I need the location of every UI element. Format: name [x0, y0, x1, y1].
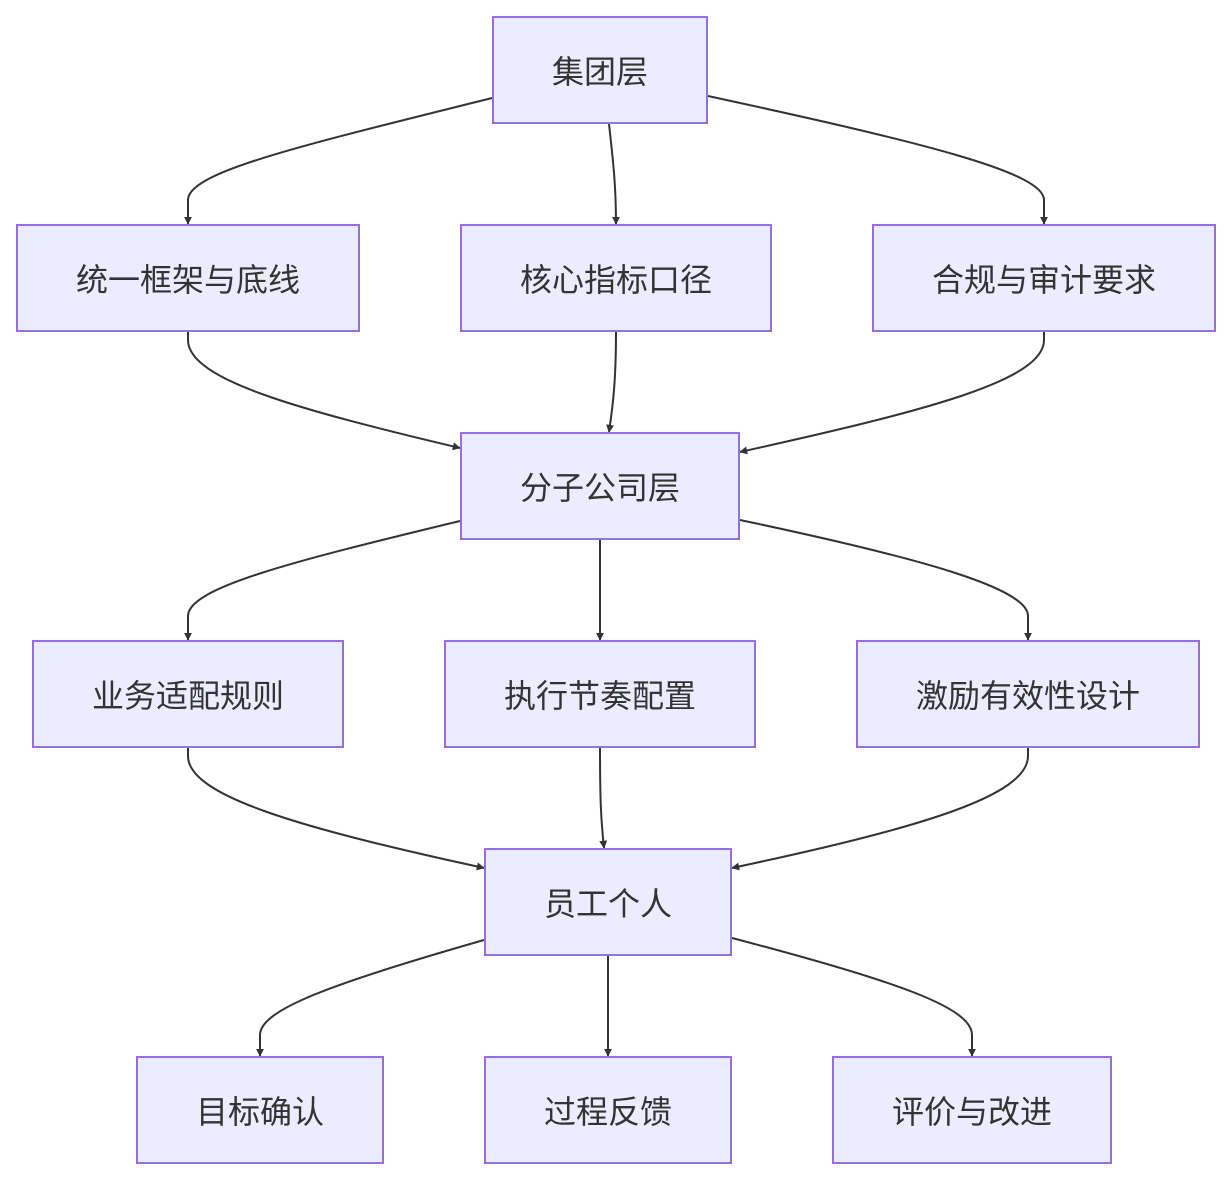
edge-incentive-to-employee — [731, 748, 1029, 871]
edge-subsidiary-to-incentive — [739, 519, 1032, 641]
node-incentive[interactable]: 激励有效性设计 — [856, 640, 1200, 748]
edge-employee-to-review — [731, 937, 976, 1057]
node-compliance-label: 合规与审计要求 — [931, 261, 1156, 299]
node-subsidiary-label: 分子公司层 — [519, 469, 680, 507]
node-incentive-label: 激励有效性设计 — [915, 677, 1140, 715]
edge-group-to-compliance — [707, 95, 1048, 225]
node-rhythm-label: 执行节奏配置 — [503, 677, 696, 715]
edge-compliance-to-subsidiary — [739, 332, 1045, 455]
node-feedback[interactable]: 过程反馈 — [484, 1056, 732, 1164]
node-group-label: 集团层 — [551, 53, 648, 91]
edge-unified-to-subsidiary — [187, 332, 461, 451]
node-employee-label: 员工个人 — [543, 885, 672, 923]
edge-business-to-employee — [187, 748, 485, 871]
node-core[interactable]: 核心指标口径 — [460, 224, 772, 332]
node-feedback-label: 过程反馈 — [543, 1093, 672, 1131]
node-review-label: 评价与改进 — [891, 1093, 1052, 1131]
edge-group-to-unified — [184, 97, 493, 225]
node-unified[interactable]: 统一框架与底线 — [16, 224, 360, 332]
node-review[interactable]: 评价与改进 — [832, 1056, 1112, 1164]
node-compliance[interactable]: 合规与审计要求 — [872, 224, 1216, 332]
node-goal[interactable]: 目标确认 — [136, 1056, 384, 1164]
node-core-label: 核心指标口径 — [519, 261, 712, 299]
edge-employee-to-goal — [256, 939, 485, 1057]
node-goal-label: 目标确认 — [195, 1093, 324, 1131]
node-group[interactable]: 集团层 — [492, 16, 708, 124]
node-employee[interactable]: 员工个人 — [484, 848, 732, 956]
node-business[interactable]: 业务适配规则 — [32, 640, 344, 748]
edge-group-to-core — [608, 123, 620, 225]
node-rhythm[interactable]: 执行节奏配置 — [444, 640, 756, 748]
edge-rhythm-to-employee — [599, 747, 608, 849]
edge-core-to-subsidiary — [606, 331, 617, 433]
edge-subsidiary-to-business — [184, 520, 461, 641]
node-business-label: 业务适配规则 — [91, 677, 284, 715]
node-subsidiary[interactable]: 分子公司层 — [460, 432, 740, 540]
node-unified-label: 统一框架与底线 — [75, 261, 300, 299]
